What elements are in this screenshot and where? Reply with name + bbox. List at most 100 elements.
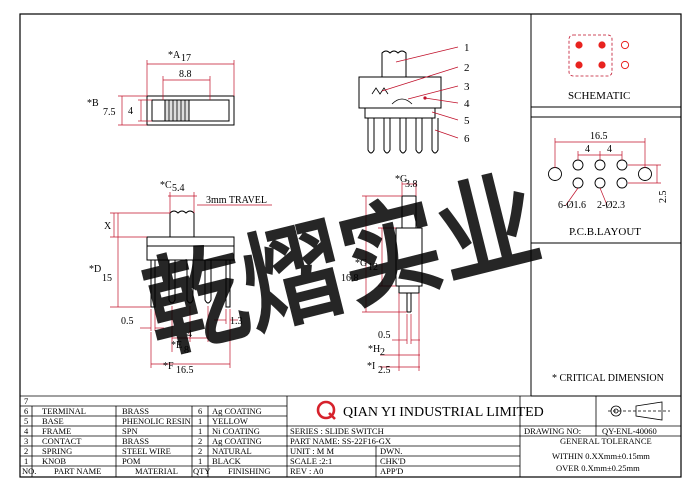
- callout-4: 4: [464, 98, 470, 110]
- side-view-base: [364, 107, 436, 119]
- pcb-hole-small: 2-Ø2.3: [597, 200, 625, 211]
- top-view-knob-ribs: [168, 100, 186, 121]
- schematic-dot: [598, 41, 606, 49]
- end-view-base: [398, 285, 420, 294]
- pcb-hole: [572, 177, 584, 189]
- dim-e-value: 8: [184, 345, 189, 356]
- general-tolerance: GENERAL TOLERANCE: [560, 436, 652, 446]
- travel-label: 3mm TRAVEL: [206, 195, 267, 206]
- schematic-dot: [598, 61, 606, 69]
- chkd-label: CHK'D: [380, 456, 406, 466]
- series-label: SERIES : SLIDE SWITCH: [290, 426, 384, 436]
- schematic-selector: [568, 34, 613, 77]
- top-view: [146, 95, 235, 126]
- dim-a-value: 17: [181, 53, 191, 64]
- dim-g1-label: *G: [395, 174, 407, 185]
- projection-symbol-icon: [608, 401, 670, 421]
- end-view-dimensions: [362, 182, 420, 371]
- pcb-hole: [616, 177, 628, 189]
- rev-label: REV : A0: [290, 466, 323, 476]
- top-view-body: [146, 95, 235, 126]
- schematic-dot-open: [620, 60, 630, 70]
- pcb-dim-width: 16.5: [590, 131, 608, 142]
- callout-5: 5: [464, 115, 470, 127]
- pcb-layout-label: P.C.B.LAYOUT: [569, 226, 641, 238]
- dim-pitch: 4: [187, 329, 192, 340]
- right-panel-frame: [530, 14, 681, 396]
- schematic-symbol: [568, 34, 630, 77]
- side-view-frame: [358, 76, 442, 109]
- unit-label: UNIT : M M: [290, 446, 334, 456]
- dim-f-label: *F: [163, 361, 174, 372]
- part-name-label: PART NAME: SS-22F16-GX: [290, 436, 391, 446]
- schematic-label: SCHEMATIC: [568, 90, 630, 102]
- bom-row-qty: 2: [198, 446, 202, 456]
- end-view-knob: [401, 195, 417, 228]
- dim-b-value: 7.5: [103, 107, 116, 118]
- pcb-hole-large: 6-Ø1.6: [558, 200, 586, 211]
- front-view-body: [146, 236, 235, 261]
- dim-e-label: *E: [171, 340, 182, 351]
- title-block-grid: [20, 395, 681, 477]
- side-view-contact: [391, 98, 413, 105]
- pcb-dim-pitch-1: 4: [585, 144, 590, 155]
- bom-row-no: 1: [24, 456, 28, 466]
- bom-row-finish: Ag COATING: [212, 406, 262, 416]
- bom-row-no: 4: [24, 426, 29, 436]
- pcb-mount-hole: [638, 167, 652, 181]
- bom-row-part: BASE: [42, 416, 64, 426]
- dim-pin-width: 0.5: [121, 316, 134, 327]
- dim-c-label: *C: [160, 180, 172, 191]
- bom-header-qty: QTY: [193, 466, 210, 476]
- side-view-leaders: [381, 46, 459, 139]
- watermark-text: 乾熠实业: [134, 161, 551, 373]
- side-view-knob: [381, 50, 407, 78]
- dim-slot-height: 4: [128, 106, 133, 117]
- dim-b-label: *B: [87, 98, 99, 109]
- bom-row-qty: 1: [198, 416, 202, 426]
- bom-row-material: SPN: [122, 426, 138, 436]
- front-view-dimensions: [110, 192, 272, 368]
- schematic-dot: [575, 61, 583, 69]
- bom-row-finish: YELLOW: [212, 416, 248, 426]
- dim-g1-value: 3.8: [405, 179, 418, 190]
- dim-i-value: 2.5: [378, 365, 391, 376]
- schematic-dot-open: [620, 40, 630, 50]
- drawing-no: QY-ENL-40060: [602, 426, 657, 436]
- drawing-no-label: DRAWING NO:: [524, 426, 581, 436]
- dim-tab-width: 1.3: [230, 316, 243, 327]
- tolerance-within: WITHIN 0.XXmm±0.15mm: [552, 451, 650, 461]
- front-view-terminals: [150, 260, 231, 308]
- bom-row-material: STEEL WIRE: [122, 446, 171, 456]
- dim-f-value: 16.5: [176, 365, 194, 376]
- schematic-dot: [575, 41, 583, 49]
- bom-row-part: FRAME: [42, 426, 71, 436]
- bom-row-qty: 1: [198, 426, 202, 436]
- company-logo-icon: [316, 400, 336, 420]
- bom-row-material: PHENOLIC RESIN: [122, 416, 191, 426]
- dwn-label: DWN.: [380, 446, 402, 456]
- pcb-mount-hole: [548, 167, 562, 181]
- side-view-spring: [371, 87, 389, 95]
- scale-label: SCALE :2:1: [290, 456, 332, 466]
- tolerance-over: OVER 0.Xmm±0.25mm: [556, 463, 640, 473]
- bom-header-material: MATERIAL: [135, 466, 178, 476]
- bom-row-material: BRASS: [122, 406, 149, 416]
- pcb-layout-holes: [548, 159, 652, 189]
- bom-header-part: PART NAME: [54, 466, 101, 476]
- bom-row-part: SPRING: [42, 446, 72, 456]
- dim-h-value: 2: [380, 347, 385, 358]
- pcb-hole: [594, 159, 606, 171]
- bom-row-part: KNOB: [42, 456, 66, 466]
- bom-row-part: CONTACT: [42, 436, 82, 446]
- bom-row-qty: 1: [198, 456, 202, 466]
- bom-row-finish: NATURAL: [212, 446, 252, 456]
- dim-g2-value: 12: [368, 262, 378, 273]
- dim-h-label: *H: [368, 344, 380, 355]
- dim-a-label: *A: [168, 50, 181, 61]
- dim-end-pin: 0.5: [378, 330, 391, 341]
- dim-x-label: X: [104, 221, 112, 232]
- callout-3: 3: [464, 81, 470, 93]
- pcb-hole: [594, 177, 606, 189]
